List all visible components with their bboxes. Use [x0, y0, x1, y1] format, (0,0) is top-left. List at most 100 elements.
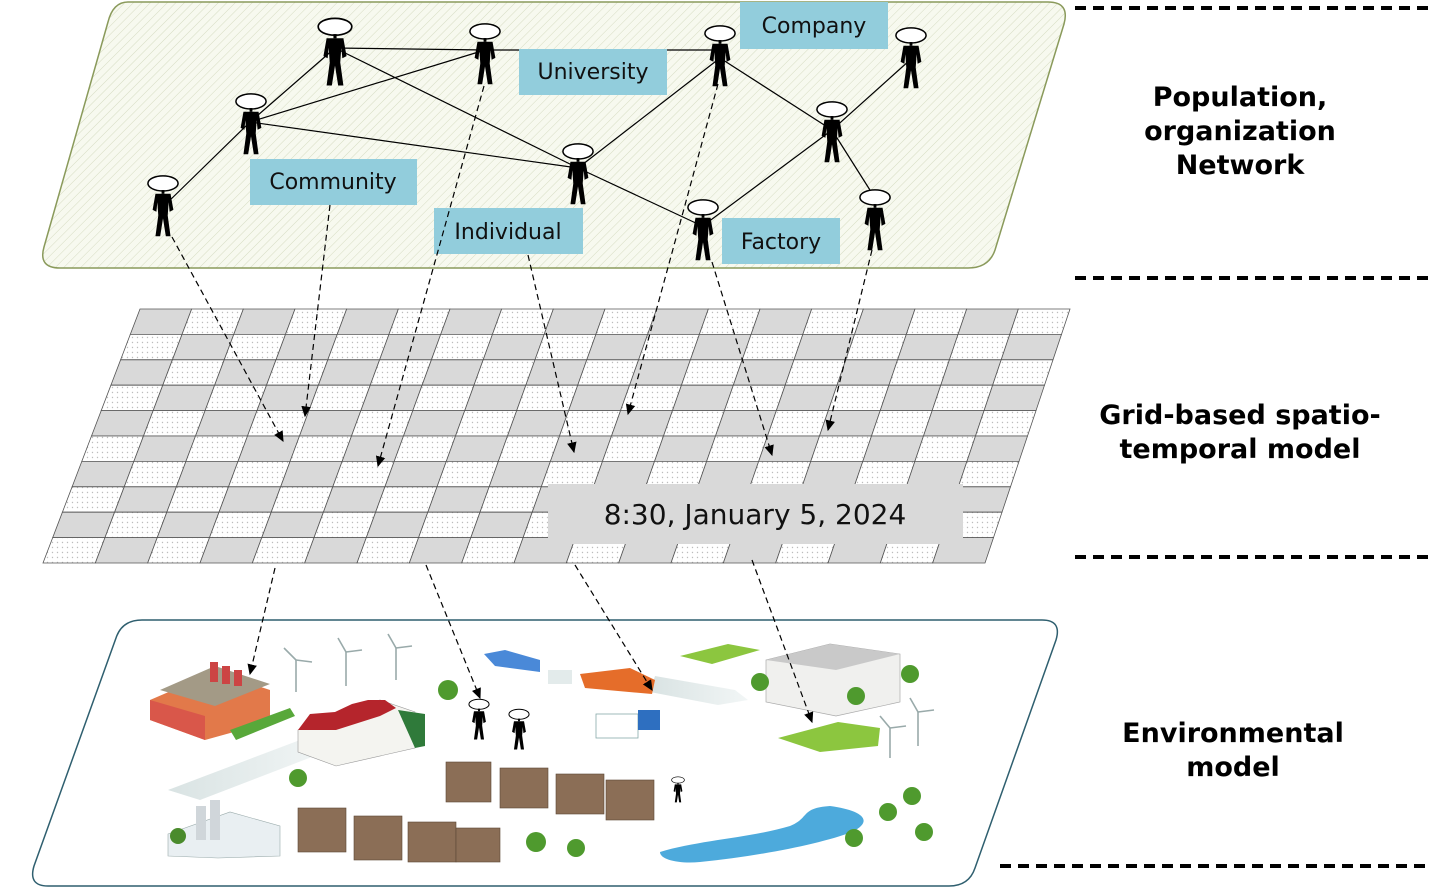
grid-cell — [653, 435, 717, 462]
grid-cell — [237, 435, 301, 462]
grid-cell — [175, 460, 239, 488]
grid-cell — [261, 511, 324, 538]
grid-cell — [671, 384, 734, 412]
grid-cell — [922, 410, 985, 437]
apartment-blocks — [297, 761, 655, 863]
grid-cell — [61, 486, 125, 513]
grid-cell — [284, 308, 348, 335]
grid-cell — [680, 359, 743, 386]
grid-cell — [662, 410, 725, 437]
road — [168, 740, 330, 800]
grid-cell — [862, 435, 925, 462]
network-edges — [164, 47, 911, 229]
layer-connectors — [171, 83, 873, 724]
grid-cell — [223, 333, 287, 361]
grid-cell — [94, 537, 158, 564]
grid-cell — [897, 333, 959, 361]
grid-cell — [758, 435, 821, 462]
tag-company: Company — [740, 2, 888, 49]
road — [548, 670, 572, 684]
grid-cell — [379, 333, 442, 361]
grid-cell — [461, 537, 524, 564]
grid-cell — [393, 435, 457, 462]
grid-cell — [810, 435, 873, 462]
grid-cell — [421, 359, 484, 386]
tag-university-label: University — [538, 60, 649, 85]
tag-university: University — [519, 49, 667, 95]
grid-cell — [147, 537, 211, 564]
grid-cell — [233, 308, 296, 335]
grid-cell — [601, 435, 665, 462]
grid-cell — [491, 308, 554, 335]
grid-cell — [110, 359, 173, 386]
grid-cell — [204, 384, 268, 412]
grid-cell — [265, 359, 329, 386]
grid-cell — [741, 333, 804, 361]
grid-cell — [714, 410, 777, 437]
grid-cell — [905, 460, 968, 488]
grid-cell — [482, 333, 545, 361]
road — [650, 676, 748, 705]
grid-cell — [549, 435, 613, 462]
grid-cell — [470, 511, 533, 538]
grid-cell — [1009, 308, 1071, 335]
grid-cell — [888, 359, 950, 386]
green-field — [680, 644, 760, 664]
grid-cell — [992, 359, 1054, 386]
grid-cell — [341, 435, 405, 462]
grid-cell — [595, 308, 658, 335]
office-building — [765, 643, 901, 717]
grid-cell — [308, 384, 371, 412]
grid-cell — [516, 384, 579, 412]
grid-cell — [540, 460, 604, 488]
grid-cell — [256, 384, 319, 412]
grid-cell — [129, 308, 193, 335]
grid-cell — [473, 359, 536, 386]
grid-cell — [332, 460, 395, 488]
grid-cell — [289, 435, 353, 462]
tag-community-label: Community — [269, 170, 396, 195]
grid-cell — [870, 410, 933, 437]
grid-cell — [402, 410, 466, 437]
grid-cell — [430, 333, 494, 361]
grid-cell — [568, 384, 631, 412]
grid-cell — [114, 486, 177, 513]
grid-cell — [71, 460, 135, 488]
grid-cell — [322, 486, 386, 513]
grid-cell — [638, 333, 700, 361]
grid-cell — [81, 435, 145, 462]
grid-cell — [298, 410, 362, 437]
grid-cell — [983, 384, 1046, 412]
population-network-layer: Company University Community Individual … — [42, 1, 1066, 269]
grid-cell — [750, 308, 813, 335]
grid-cell — [350, 410, 414, 437]
grid-cell — [940, 359, 1002, 386]
grid-layer-label: Grid-based spatio- temporal model — [1099, 400, 1381, 465]
grid-cell — [853, 460, 916, 488]
grid-cell — [689, 333, 752, 361]
grid-cell — [801, 460, 864, 488]
grid-cell — [199, 537, 263, 564]
grid-cell — [766, 410, 829, 437]
grid-cell — [52, 511, 116, 538]
grid-cell — [845, 333, 907, 361]
grid-cell — [931, 384, 994, 412]
grid-cell — [417, 511, 481, 538]
grid-cell — [227, 460, 291, 488]
grid-cell — [336, 308, 399, 335]
grid-cell — [784, 359, 847, 386]
grid-cell — [948, 333, 1011, 361]
grid-cell — [914, 435, 977, 462]
population-layer-label: Population, organization Network — [1144, 82, 1336, 181]
grid-cell — [120, 333, 183, 361]
grid-cell — [42, 537, 106, 564]
grid-cell — [162, 359, 225, 386]
grid-cell — [90, 410, 154, 437]
grid-cell — [123, 460, 187, 488]
grid-cell — [586, 333, 649, 361]
grid-cell — [610, 410, 674, 437]
river — [660, 806, 864, 863]
grid-cell — [384, 460, 447, 488]
grid-cell — [100, 384, 164, 412]
